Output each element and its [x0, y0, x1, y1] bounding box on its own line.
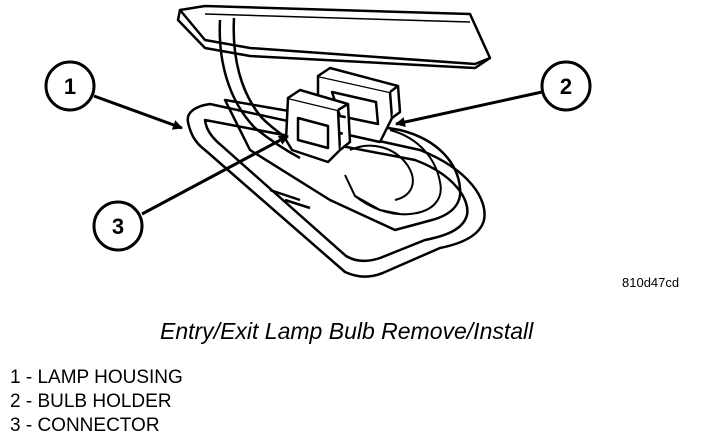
callout-1-label: 1	[64, 74, 76, 99]
callout-3: 3	[92, 134, 289, 252]
legend: 1 - LAMP HOUSING 2 - BULB HOLDER 3 - CON…	[10, 366, 183, 438]
callout-2-label: 2	[560, 74, 572, 99]
legend-item-bulb-holder: 2 - BULB HOLDER	[10, 391, 172, 412]
lamp-illustration: 1 2 3	[44, 4, 592, 278]
callout-2: 2	[395, 60, 592, 127]
legend-item-lamp-housing: 1 - LAMP HOUSING	[10, 367, 183, 388]
figure-id: 810d47cd	[622, 275, 680, 290]
callout-1: 1	[44, 60, 183, 130]
trim-panel-flap	[176, 4, 492, 70]
figure-caption: Entry/Exit Lamp Bulb Remove/Install	[160, 318, 534, 344]
reflector	[344, 129, 442, 216]
legend-item-connector: 3 - CONNECTOR	[10, 415, 160, 436]
lamp-housing	[186, 98, 486, 278]
callout-3-label: 3	[112, 214, 124, 239]
